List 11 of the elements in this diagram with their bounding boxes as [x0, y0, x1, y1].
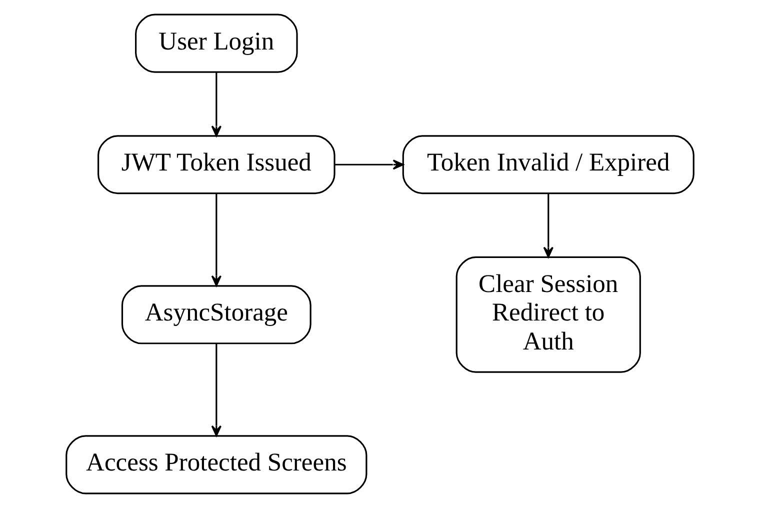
node-box: JWT Token Issued	[98, 135, 336, 194]
node-box: User Login	[135, 14, 298, 73]
node-box: Access Protected Screens	[66, 435, 368, 494]
arrow	[211, 344, 222, 436]
node-box: AsyncStorage	[121, 285, 312, 344]
node-box: Clear Session Redirect to Auth	[456, 256, 641, 373]
arrow	[335, 160, 404, 170]
arrow	[211, 194, 222, 286]
node-box: Token Invalid / Expired	[402, 135, 694, 194]
arrow	[211, 72, 222, 137]
arrow	[543, 194, 554, 258]
